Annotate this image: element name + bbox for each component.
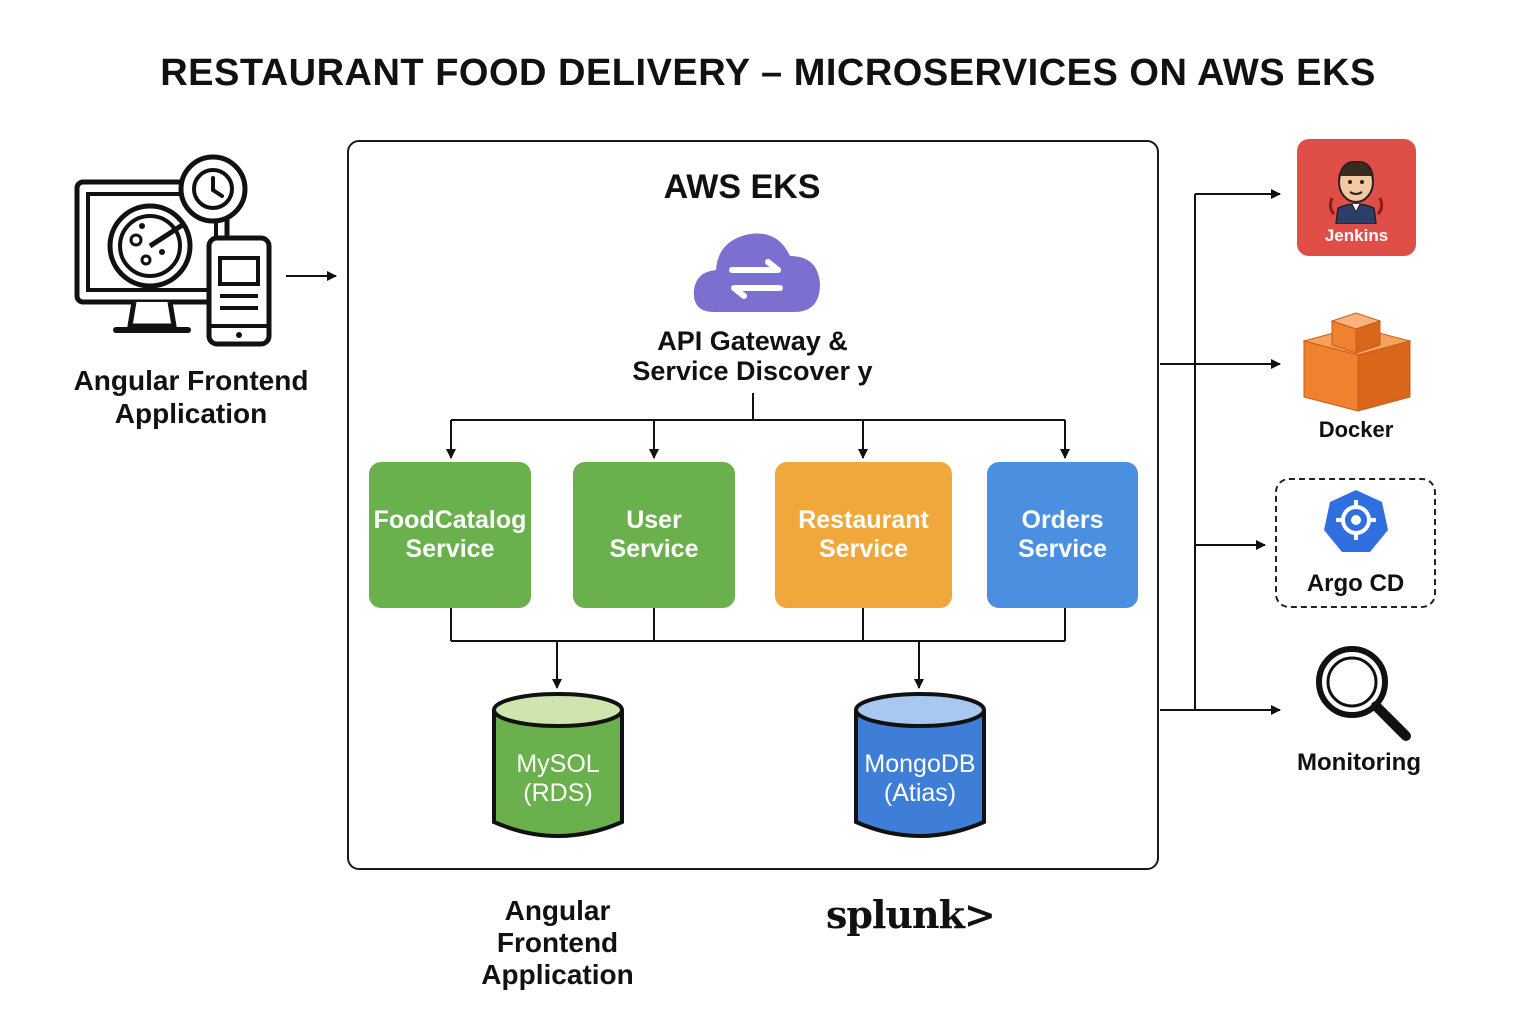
bottom-label-line3: Application (481, 959, 634, 990)
splunk-logo: splunk> (826, 892, 996, 937)
monitoring-label: Monitoring (1297, 749, 1421, 776)
jenkins-butler-icon (1328, 161, 1384, 224)
aws-eks-cluster (347, 140, 1159, 870)
argo-cd-label: Argo CD (1306, 570, 1405, 597)
mongodb-database-icon (854, 692, 986, 838)
mongodb-label-line2: (Atias) (883, 779, 957, 807)
frontend-label-line1: Angular Frontend (73, 365, 309, 396)
restaurant-service-line2: Service (819, 535, 908, 563)
mysql-label: MySOL (RDS) (490, 750, 626, 808)
restaurant-service-line1: Restaurant (798, 506, 929, 534)
jenkins-label: Jenkins (1324, 226, 1389, 245)
mysql-database-icon (492, 692, 624, 838)
argo-cd-tile (1275, 478, 1436, 608)
orders-service: Orders Service (987, 462, 1138, 608)
bottom-frontend-label: Angular Frontend Application (440, 895, 675, 991)
frontend-devices-icon (74, 154, 272, 347)
frontend-label-line2: Application (114, 398, 268, 429)
api-gateway-label-line2: Service Discover y (632, 356, 873, 386)
mysql-label-line2: (RDS) (523, 779, 593, 807)
restaurant-service: Restaurant Service (775, 462, 952, 608)
foodcatalog-service-line1: FoodCatalog (373, 506, 527, 534)
aws-eks-label: AWS EKS (663, 168, 821, 206)
mongodb-label: MongoDB (Atias) (852, 750, 988, 808)
api-gateway-label: API Gateway & Service Discover y (600, 326, 905, 386)
api-gateway-cloud-icon (693, 233, 820, 312)
monitoring-magnifier-icon (1316, 646, 1411, 741)
frontend-label: Angular Frontend Application (60, 364, 322, 430)
foodcatalog-service-line2: Service (405, 535, 495, 563)
orders-service-line2: Service (1018, 535, 1107, 563)
user-service-line1: User (626, 506, 682, 534)
diagram-title: RESTAURANT FOOD DELIVERY – MICROSERVICES… (160, 52, 1376, 94)
docker-cube-icon (1302, 312, 1412, 412)
orders-service-line1: Orders (1021, 506, 1104, 534)
mongodb-label-line1: MongoDB (864, 750, 976, 778)
argo-cd-helm-icon (1324, 490, 1388, 552)
bottom-label-line1: Angular (504, 895, 611, 926)
api-gateway-label-line1: API Gateway & (657, 326, 848, 356)
user-service-line2: Service (609, 535, 699, 563)
bottom-label-line2: Frontend (496, 927, 619, 958)
mysql-label-line1: MySOL (516, 750, 600, 778)
user-service: User Service (573, 462, 735, 608)
foodcatalog-service: FoodCatalog Service (369, 462, 531, 608)
docker-label: Docker (1318, 417, 1394, 442)
